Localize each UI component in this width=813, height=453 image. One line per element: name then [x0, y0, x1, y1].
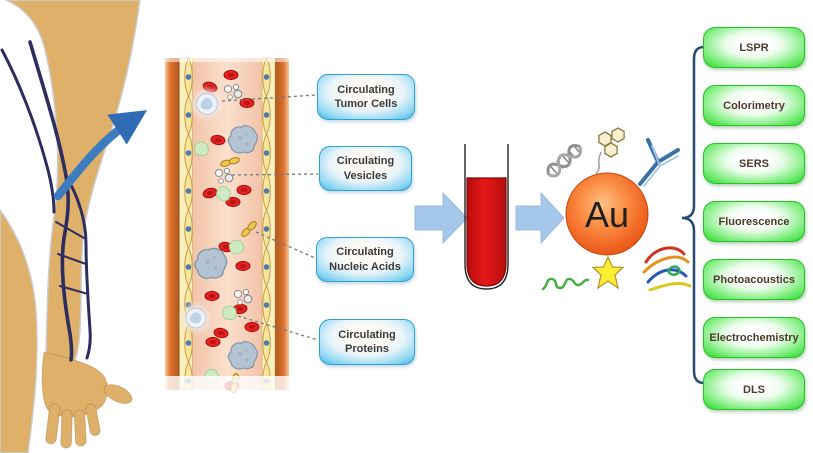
- block-arrow-left-icon: [414, 192, 468, 244]
- method-photoacoustics: Photoacoustics: [703, 259, 805, 300]
- label-text: Circulating Vesicles: [336, 155, 395, 182]
- au-sphere: [565, 172, 649, 256]
- label-circulating-tumor-cells: Circulating Tumor Cells: [317, 74, 415, 120]
- label-circulating-vesicles: Circulating Vesicles: [319, 146, 412, 191]
- label-text: Circulating Nucleic Acids: [329, 246, 401, 273]
- protein-ribbon-icon: [642, 246, 692, 292]
- blood-fill: [466, 177, 507, 287]
- method-colorimetry: Colorimetry: [703, 85, 805, 126]
- method-electrochemistry: Electrochemistry: [703, 317, 805, 358]
- method-lspr: LSPR: [703, 27, 805, 68]
- fluorophore-star-icon: [591, 255, 625, 290]
- veins: [0, 40, 92, 362]
- dashed-connectors: [221, 94, 319, 341]
- bracket-icon: [681, 45, 705, 385]
- label-circulating-nucleic-acids: Circulating Nucleic Acids: [316, 237, 414, 282]
- arm-with-veins-icon: [0, 0, 147, 453]
- blood-tube-icon: [464, 144, 509, 290]
- method-text: Colorimetry: [723, 99, 785, 112]
- method-text: Fluorescence: [718, 215, 790, 228]
- vessel-wall-left: [165, 58, 178, 390]
- method-fluorescence: Fluorescence: [703, 201, 805, 242]
- block-arrow-right-icon: [515, 191, 565, 245]
- method-dls: DLS: [703, 369, 805, 410]
- torso-shape: [0, 208, 38, 453]
- label-circulating-proteins: Circulating Proteins: [319, 319, 415, 365]
- dna-icon: [546, 143, 582, 178]
- gold-nanoparticle: Au: [541, 127, 692, 292]
- method-text: Photoacoustics: [713, 273, 795, 286]
- antibody-icon: [638, 138, 680, 187]
- method-text: LSPR: [739, 41, 769, 54]
- hand-fingers: [45, 384, 133, 449]
- curved-arrow-icon: [53, 110, 147, 201]
- peptide-icon: [541, 277, 590, 291]
- vessel-wall-right: [276, 58, 289, 390]
- small-molecule-icon: [595, 127, 625, 175]
- method-sers: SERS: [703, 143, 805, 184]
- method-text: DLS: [743, 383, 765, 396]
- method-text: SERS: [739, 157, 769, 170]
- label-text: Circulating Proteins: [338, 328, 396, 355]
- au-label: Au: [585, 194, 629, 235]
- method-text: Electrochemistry: [709, 331, 799, 344]
- hand-palm: [41, 351, 109, 418]
- blood-vessel-icon: [160, 54, 294, 396]
- endothelium-right: [261, 57, 276, 391]
- label-text: Circulating Tumor Cells: [334, 83, 398, 110]
